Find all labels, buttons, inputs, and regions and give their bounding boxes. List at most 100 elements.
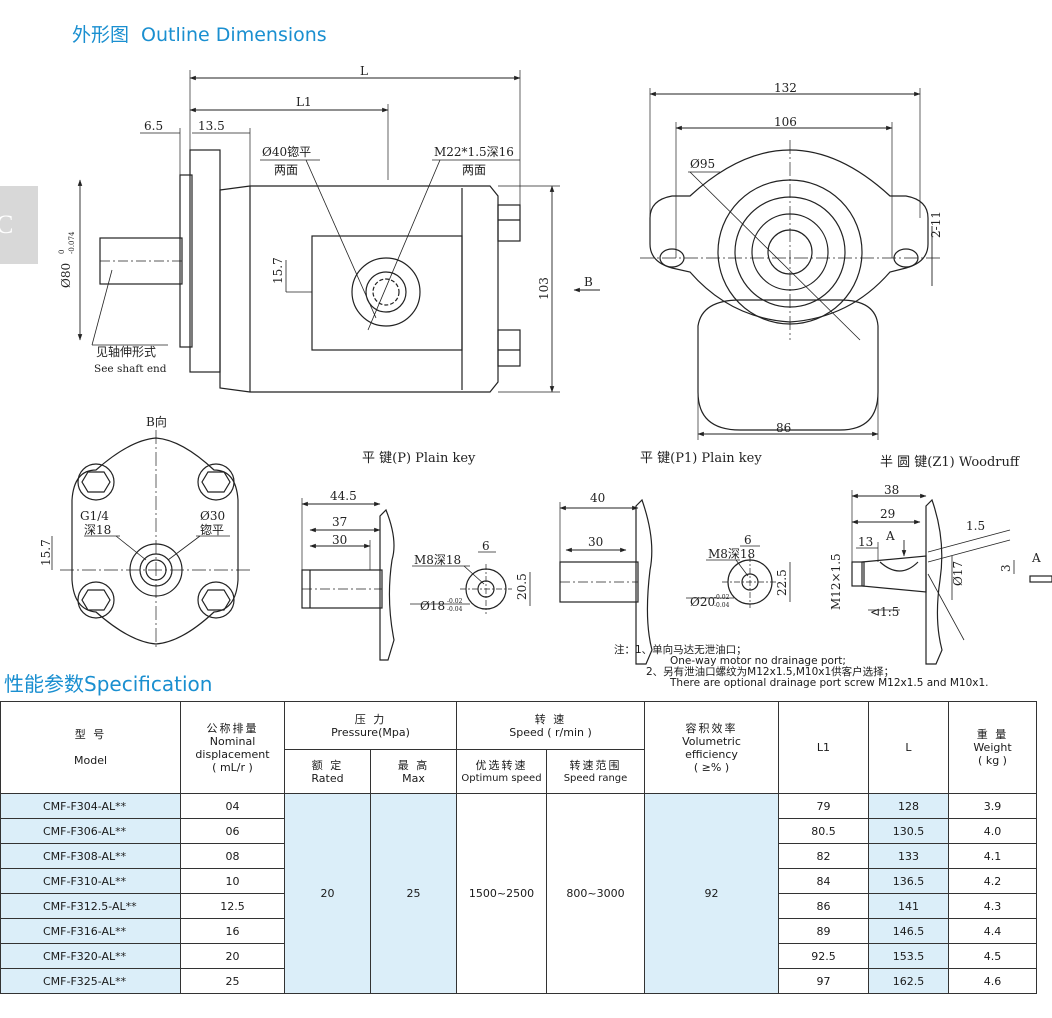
dim-both-sides-2: 两面 [462,163,486,177]
th-l1: L1 [778,701,869,794]
b-g14: G1/4 [80,509,109,523]
pk-dim-20-5: 20.5 [515,573,529,600]
pk-tol-top: -0.02 [447,598,463,605]
wr-a2: A [1031,551,1041,565]
wr-dim-1-5: 1.5 [966,519,985,533]
see-shaft-en: See shaft end [94,363,167,375]
pk1-dim-30: 30 [588,535,603,549]
dim-13-5: 13.5 [198,119,225,133]
b-bolt-br [197,581,235,619]
dim-both-sides-1: 两面 [274,163,298,177]
dim-103: 103 [537,277,551,300]
body-center-block [311,235,463,351]
wr-dim-3: 3 [999,564,1013,572]
pk1-dim-40: 40 [590,491,605,505]
pk1-dim-22-5: 22.5 [775,569,789,596]
pk-dim-37: 37 [332,515,347,529]
dim-L: L [360,64,368,78]
pk-m8: M8深18 [414,553,461,567]
dim-shaft-tol-bot: -0.074 [68,231,76,254]
pk-dim-6: 6 [482,539,490,553]
dim-132: 132 [774,81,797,95]
wr-key [879,561,919,572]
pk1-tol-top: -0.02 [714,594,730,601]
wr-taper: ⊲1:5 [870,605,899,619]
wr-key-section [1029,575,1052,583]
b-depth18: 深18 [84,523,111,537]
arrow-b-label: B [584,275,593,289]
pk1-dim-20: Ø20 [690,595,715,609]
b-view-body [71,437,239,645]
end-port-plate [697,299,879,431]
dim-86: 86 [776,421,791,435]
b-d30: Ø30 [200,509,225,523]
pk-flange [379,508,395,661]
table-row: CMF-F304-AL** 04 20 25 1500~2500 800~300… [0,793,1037,994]
dim-hole40: Ø40锪平 [262,144,311,159]
notes: 注：1、单向马达无泄油口； One-way motor no drainage … [614,644,989,689]
mount-hole-right [893,248,919,268]
b-dim-15-7: 15.7 [39,539,53,566]
pk1-m8: M8深18 [708,547,755,561]
pk-dim-18: Ø18 [420,599,445,613]
drain-plug-bottom [497,329,521,367]
dim-15-7: 15.7 [271,257,285,284]
motor-body [219,185,499,393]
cell-optimum: 1500~2500 [456,793,547,994]
mount-hole-left [659,248,685,268]
pk1-flange [635,498,653,665]
cell-range: 800~3000 [546,793,645,994]
wr-m12: M12×1.5 [829,553,843,610]
dim-thread: M22*1.5深16 [434,145,514,159]
b-spot-face: 锪平 [200,522,224,537]
mount-flange [189,149,221,373]
wr-dim-38: 38 [884,483,899,497]
cell-rated: 20 [284,793,371,994]
cell-efficiency: 92 [644,793,779,994]
pk-dim-30: 30 [332,533,347,547]
b-bolt-bl [77,581,115,619]
outline-drawing: L L1 6.5 13.5 Ø40锪平 两面 M22*1.5深16 两面 Ø80… [39,64,1052,665]
pk1-tol-bot: -0.04 [714,602,730,609]
cell-max: 25 [370,793,457,994]
pk-dim-44-5: 44.5 [330,489,357,503]
port-circle-outer [351,257,421,327]
wr-flange [925,498,943,665]
b-view-label: B向 [146,414,167,429]
woodruff-title: 半 圆 键(Z1) Woodruff [880,455,1021,470]
wr-dim-13: 13 [858,535,873,549]
b-bolt-tr [197,463,235,501]
wr-dim-29: 29 [880,507,895,521]
dim-106: 106 [774,115,797,129]
plain-key-p-title: 平 键(P) Plain key [362,451,476,466]
see-shaft-zh: 见轴伸形式 [96,344,156,359]
pk-tol-bot: -0.04 [447,606,463,613]
plain-key-p1-title: 平 键(P1) Plain key [640,451,762,466]
b-bolt-tl [77,463,115,501]
dim-shaft-tol-top: 0 [58,250,66,254]
dim-2-11: 2-11 [929,211,943,238]
wr-shaft [861,555,927,593]
dim-shaft-dia: Ø80 [59,263,73,288]
pk1-dim-6: 6 [744,533,752,547]
wr-dim-17: Ø17 [951,561,965,586]
specification-title: 性能参数Specification [4,672,213,696]
side-tab: C [0,186,38,264]
dim-6-5: 6.5 [144,119,163,133]
